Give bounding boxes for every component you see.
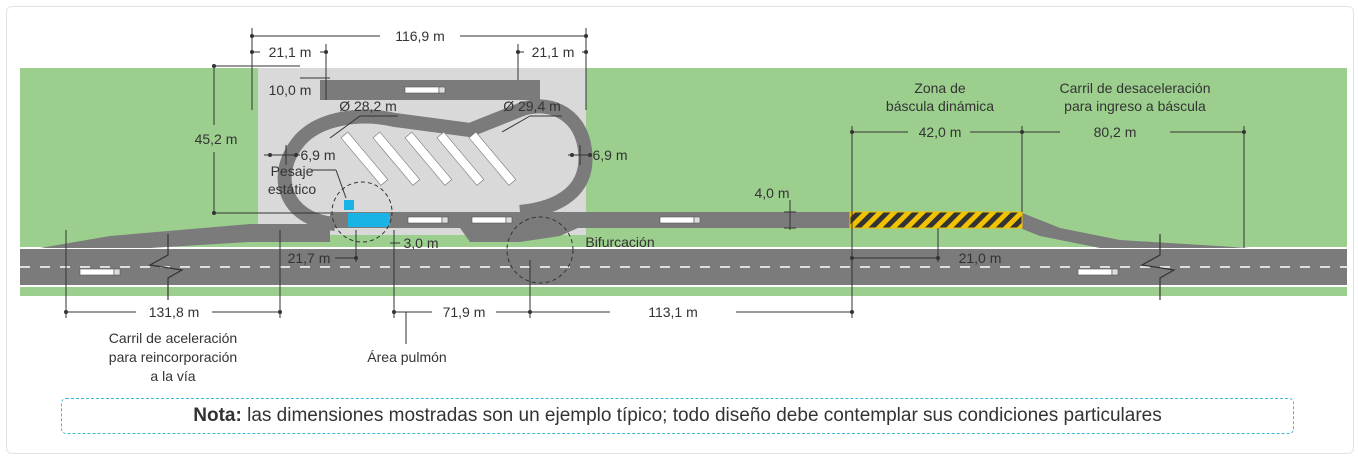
label-lane-to-parking: 10,0 m xyxy=(269,82,312,98)
label-loop-left: 21,1 m xyxy=(269,44,312,60)
label-gap-right: 6,9 m xyxy=(592,147,627,163)
label-decel-1: Carril de desaceleración xyxy=(1060,80,1211,96)
note-box: Nota: las dimensiones mostradas son un e… xyxy=(61,398,1294,434)
parking-bays xyxy=(340,131,517,186)
label-gap-left: 6,9 m xyxy=(300,147,335,163)
label-radius-right: Ø 29,4 m xyxy=(503,98,561,114)
label-bifurcation: Bifurcación xyxy=(585,234,654,250)
static-scale xyxy=(344,200,354,210)
label-height: 45,2 m xyxy=(195,131,238,147)
label-buffer-length: 71,9 m xyxy=(443,304,486,320)
break-mark-left xyxy=(148,234,184,300)
label-accel-1: Carril de aceleración xyxy=(109,330,237,346)
label-bif-to-zone: 113,1 m xyxy=(648,304,698,320)
label-accel-2: para reincorporación xyxy=(109,349,237,365)
label-static-weigh-1: Pesaje xyxy=(271,163,314,179)
label-accel-length: 131,8 m xyxy=(149,304,200,320)
loop-road xyxy=(277,99,593,231)
bifurcation-lane xyxy=(460,218,600,242)
label-lane-width: 4,0 m xyxy=(754,185,789,201)
label-total-width: 116,9 m xyxy=(395,28,445,44)
label-accel-3: a la vía xyxy=(150,368,195,384)
static-scale-platform xyxy=(348,213,390,227)
label-static-weigh-2: estático xyxy=(268,181,316,197)
bifurcation-circle xyxy=(506,216,574,284)
note-text: las dimensiones mostradas son un ejemplo… xyxy=(241,405,1162,426)
label-loop-right: 21,1 m xyxy=(532,44,575,60)
label-weigh-zone-2: báscula dinámica xyxy=(886,98,994,114)
note-bold: Nota: xyxy=(193,405,242,426)
buffer-area-circle xyxy=(331,181,393,243)
acceleration-lane xyxy=(40,224,330,248)
dimension-lines xyxy=(65,28,1245,344)
label-static-offset: 21,7 m xyxy=(288,250,331,266)
label-weigh-zone-length: 42,0 m xyxy=(919,124,962,140)
label-radius-left: Ø 28,2 m xyxy=(339,98,397,114)
label-decel-2: para ingreso a báscula xyxy=(1064,98,1206,114)
deceleration-lane xyxy=(1020,212,1250,248)
label-weigh-inner: 21,0 m xyxy=(959,250,1002,266)
label-small-gap: 3,0 m xyxy=(403,235,438,251)
dynamic-weigh-zone xyxy=(849,211,1023,229)
dimension-dots xyxy=(64,34,1246,314)
break-mark-right xyxy=(1140,234,1176,300)
label-decel-length: 80,2 m xyxy=(1094,124,1137,140)
label-buffer-area: Área pulmón xyxy=(367,349,446,365)
label-weigh-zone-1: Zona de xyxy=(914,80,966,96)
